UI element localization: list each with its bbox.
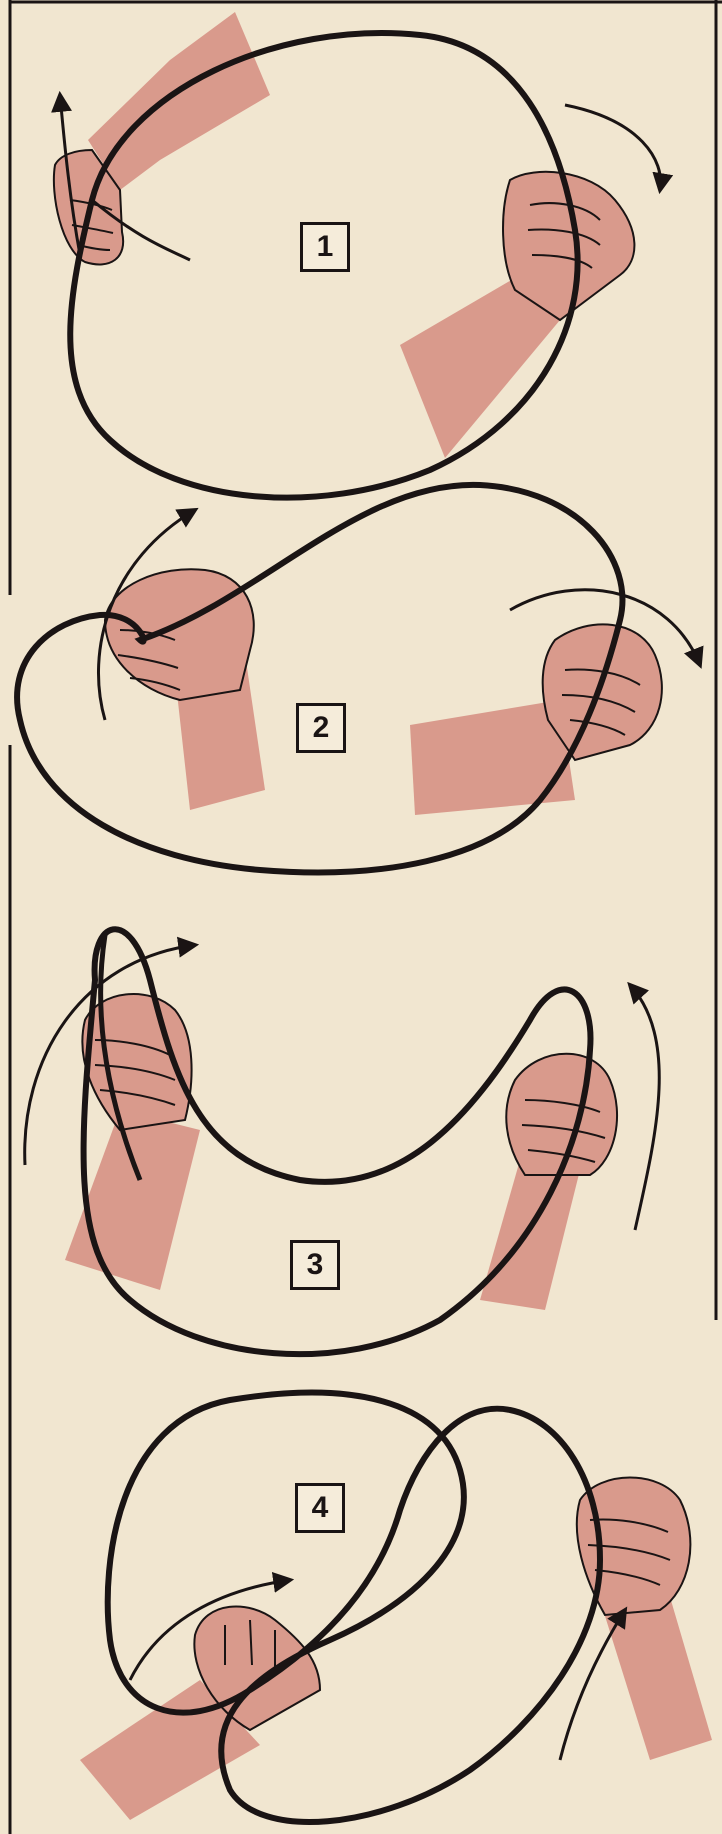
- step3-right-forearm: [480, 1160, 580, 1310]
- step-4-number: 4: [295, 1483, 345, 1533]
- step2-saw-blade-loop-icon: [17, 485, 622, 873]
- step-2-number: 2: [296, 703, 346, 753]
- step2-left-hand-icon: [105, 569, 254, 700]
- step-3-number: 3: [290, 1240, 340, 1290]
- step-3-illustration: [25, 929, 660, 1354]
- step3-right-curved-arrow-icon: [630, 985, 659, 1230]
- step3-right-hand-icon: [506, 1054, 617, 1175]
- step2-right-hand-icon: [543, 624, 662, 760]
- step-1-number: 1: [300, 222, 350, 272]
- step-1-illustration: [54, 12, 661, 498]
- step1-left-forearm: [88, 12, 270, 190]
- step-2-illustration: [17, 485, 700, 873]
- step-4-illustration: [80, 1393, 712, 1822]
